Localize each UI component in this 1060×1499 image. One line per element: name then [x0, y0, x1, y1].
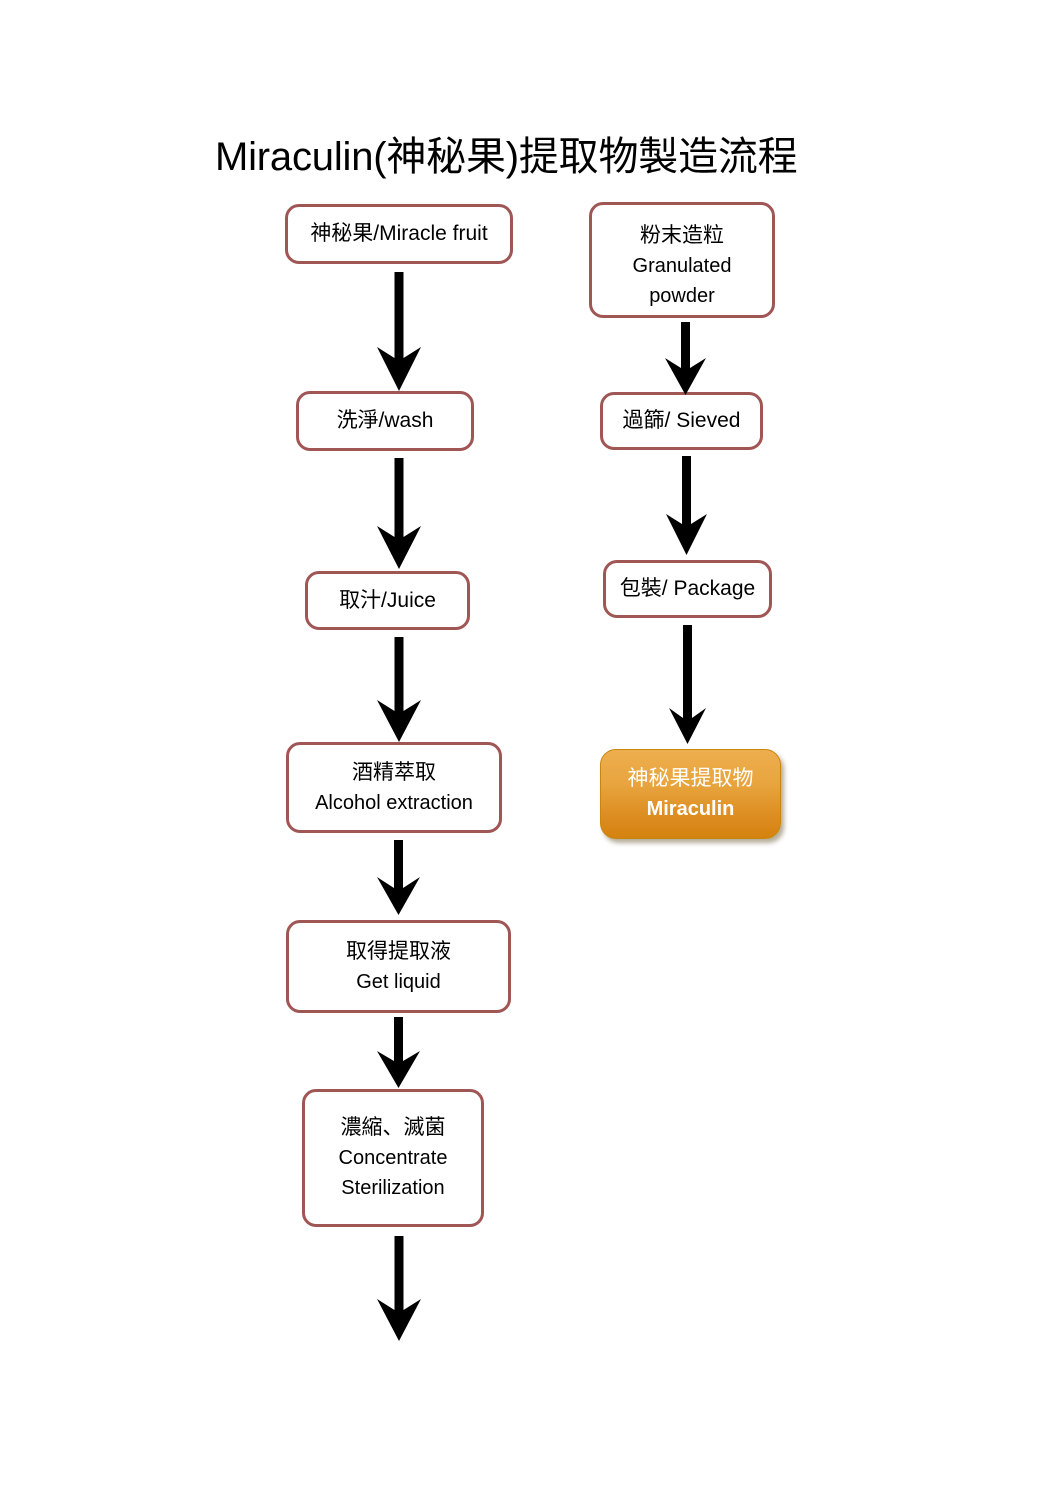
node-granulated-powder-latin: Granulated: [632, 255, 732, 277]
node-alcohol-extraction-latin: Alcohol extraction: [315, 791, 473, 814]
arrow-package-to-miraculin: [665, 625, 711, 745]
node-wash-label: 洗淨/wash: [336, 409, 434, 432]
node-granulated-powder-cjk: 粉末造粒: [640, 224, 724, 247]
node-miraculin-extract-latin: Miraculin: [646, 798, 735, 820]
node-granulated-powder-latin2: powder: [649, 285, 715, 307]
arrow-liquid-to-concentrate: [373, 1017, 425, 1089]
node-get-liquid-latin: Get liquid: [356, 970, 441, 993]
arrow-alcohol-to-liquid: [373, 840, 425, 916]
node-miracle-fruit[interactable]: 神秘果/Miracle fruit: [285, 204, 513, 264]
node-miracle-fruit-label: 神秘果/Miracle fruit: [310, 222, 488, 245]
node-concentrate-sterilization-latin: Concentrate: [338, 1147, 448, 1169]
arrow-concentrate-to-next: [372, 1236, 426, 1342]
node-package[interactable]: 包裝/ Package: [603, 560, 772, 618]
node-juice[interactable]: 取汁/Juice: [305, 571, 470, 630]
arrow-sieved-to-package: [662, 456, 712, 556]
node-package-label: 包裝/ Package: [619, 577, 756, 600]
node-miraculin-extract-cjk: 神秘果提取物: [627, 767, 754, 790]
node-alcohol-extraction-cjk: 酒精萃取: [352, 760, 436, 784]
node-wash[interactable]: 洗淨/wash: [296, 391, 474, 451]
node-concentrate-sterilization-latin2: Sterilization: [341, 1177, 445, 1199]
node-get-liquid-cjk: 取得提取液: [346, 939, 451, 963]
node-sieved[interactable]: 過篩/ Sieved: [600, 392, 763, 450]
node-granulated-powder[interactable]: 粉末造粒 Granulated powder: [589, 202, 775, 318]
node-concentrate-sterilization-cjk: 濃縮、滅菌: [340, 1116, 446, 1139]
arrow-powder-to-sieved: [661, 322, 711, 396]
node-miraculin-extract[interactable]: 神秘果提取物 Miraculin: [600, 749, 781, 839]
arrow-fruit-to-wash: [372, 272, 426, 392]
page-title: Miraculin(神秘果)提取物製造流程: [215, 135, 798, 179]
node-sieved-label: 過篩/ Sieved: [622, 409, 741, 432]
node-juice-label: 取汁/Juice: [339, 588, 436, 612]
node-get-liquid[interactable]: 取得提取液 Get liquid: [286, 920, 511, 1013]
node-alcohol-extraction[interactable]: 酒精萃取 Alcohol extraction: [286, 742, 502, 833]
arrow-wash-to-juice: [372, 458, 426, 570]
node-concentrate-sterilization[interactable]: 濃縮、滅菌 Concentrate Sterilization: [302, 1089, 484, 1227]
arrow-juice-to-alcohol: [372, 637, 426, 743]
